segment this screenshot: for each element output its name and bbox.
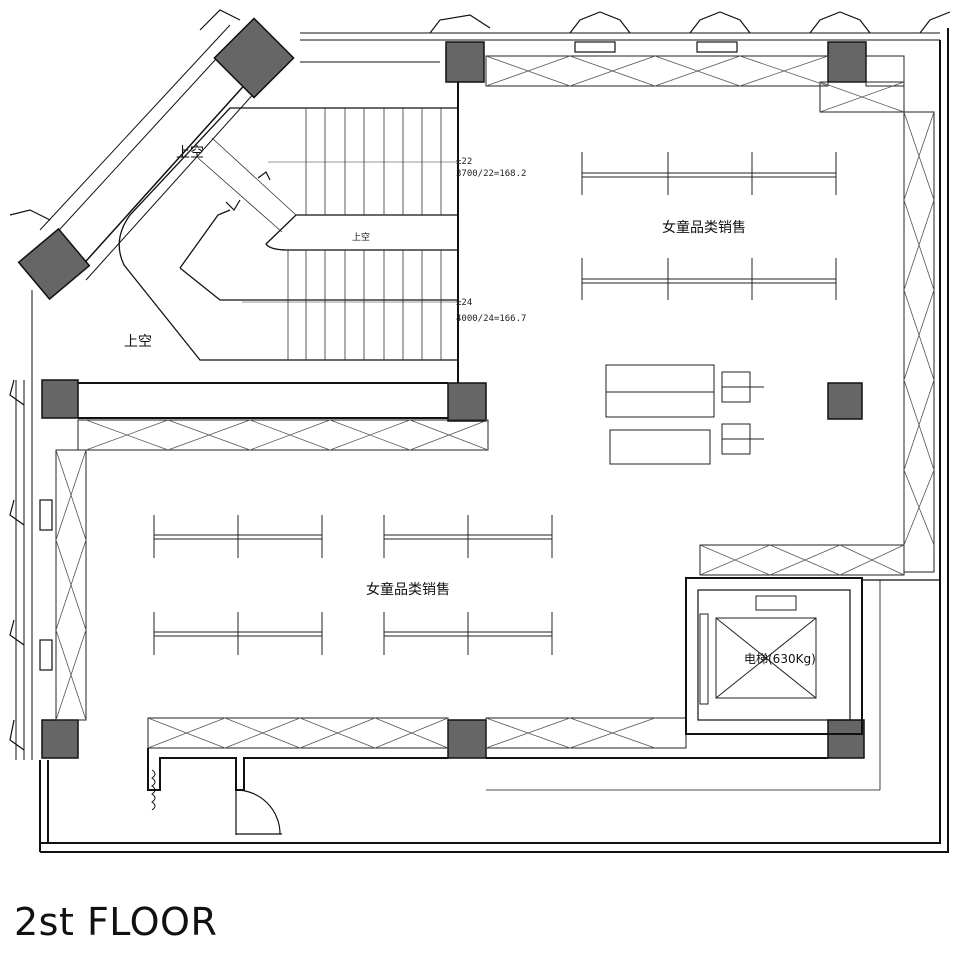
stair-treads	[197, 108, 458, 360]
elevator-label: 电梯(630Kg)	[744, 652, 816, 666]
elevator-shaft	[685, 577, 863, 735]
stair-arrows	[225, 171, 271, 211]
door	[151, 769, 282, 835]
column	[445, 41, 485, 83]
elevator-car	[699, 595, 817, 705]
column	[827, 719, 865, 759]
column	[447, 382, 487, 422]
stair-riser-count: ±24	[456, 298, 472, 308]
staircase	[118, 107, 459, 361]
floor-plan: 上空 上空 上空 ±22 3700/22=168.2 ±24 4000/24=1…	[9, 9, 951, 853]
service-counter	[605, 364, 764, 465]
partition-walls	[78, 82, 940, 791]
stair-up-label: 上空	[352, 231, 370, 243]
stair-riser-calc: 3700/22=168.2	[456, 169, 526, 179]
void-label: 上空	[124, 334, 152, 350]
stair-riser-count: ±22	[456, 157, 472, 167]
void-label: 上空	[176, 145, 204, 161]
zone-label: 女童品类销售	[662, 219, 746, 236]
floor-title: 2st FLOOR	[14, 900, 218, 944]
column	[213, 17, 295, 99]
display-racks-upper	[581, 152, 837, 300]
column	[17, 227, 91, 301]
exterior-walls	[15, 24, 949, 853]
display-racks-lower	[153, 515, 553, 655]
zone-label: 女童品类销售	[366, 581, 450, 598]
beam-bands	[55, 55, 935, 749]
window-bays	[9, 9, 951, 751]
column	[827, 41, 867, 83]
stair-riser-calc: 4000/24=166.7	[456, 314, 526, 324]
column	[41, 379, 79, 419]
column	[41, 719, 79, 759]
column	[447, 719, 487, 759]
structural-columns	[17, 17, 867, 759]
column	[827, 382, 863, 420]
beam-hatch	[55, 55, 935, 749]
